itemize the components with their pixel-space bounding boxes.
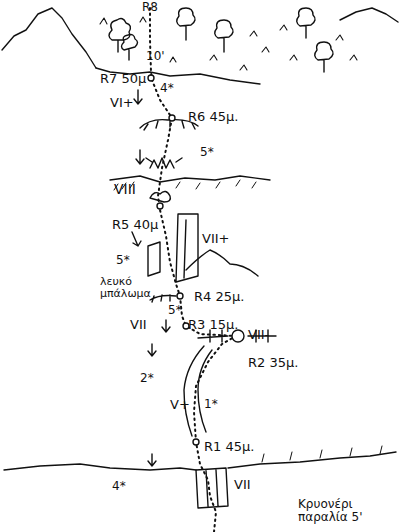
ground [4, 452, 396, 470]
grass [100, 17, 357, 70]
star-rating: 5* [168, 304, 182, 317]
belay-label: R7 50μ [100, 72, 146, 86]
star-rating: 5* [116, 254, 130, 267]
belay-label: R5 40μ [112, 218, 158, 232]
dihedral [184, 346, 212, 436]
access-note: Κρυονέρι παραλία 5' [298, 498, 388, 524]
corner [176, 214, 198, 282]
approach-time: 10' [146, 50, 165, 63]
block [150, 191, 170, 202]
star-rating: 4* [112, 480, 126, 493]
belay-label: R1 45μ. [204, 440, 254, 454]
grade-label: VII [234, 478, 251, 492]
white-patch [148, 242, 160, 276]
belay-label: R2 35μ. [248, 356, 298, 370]
corner [196, 468, 228, 508]
belay-label: R4 25μ. [194, 290, 244, 304]
star-rating: 1* [204, 398, 218, 411]
star-rating: 4* [160, 82, 174, 95]
note-label: λευκό μπάλωμα [100, 276, 156, 300]
grade-label: V+ [170, 398, 190, 412]
belay-label: R6 45μ. [188, 110, 238, 124]
belay-label: R3 15μ. [188, 318, 238, 332]
ground-hatch [262, 446, 382, 462]
star-rating: 2* [140, 372, 154, 385]
grade-label: VII+ [202, 232, 229, 246]
ridge [186, 250, 258, 276]
grade-label: VIII [114, 182, 136, 197]
skyline [2, 8, 96, 68]
direction-arrow [132, 90, 170, 466]
roof [150, 295, 176, 302]
star-rating: 5* [200, 146, 214, 159]
skyline [340, 8, 398, 22]
grade-label: VII- [248, 328, 269, 342]
grade-label: VII [130, 318, 147, 332]
grade-label: VI+ [110, 96, 134, 110]
belay-label: R8 [142, 1, 158, 14]
belay-ring [148, 75, 244, 445]
